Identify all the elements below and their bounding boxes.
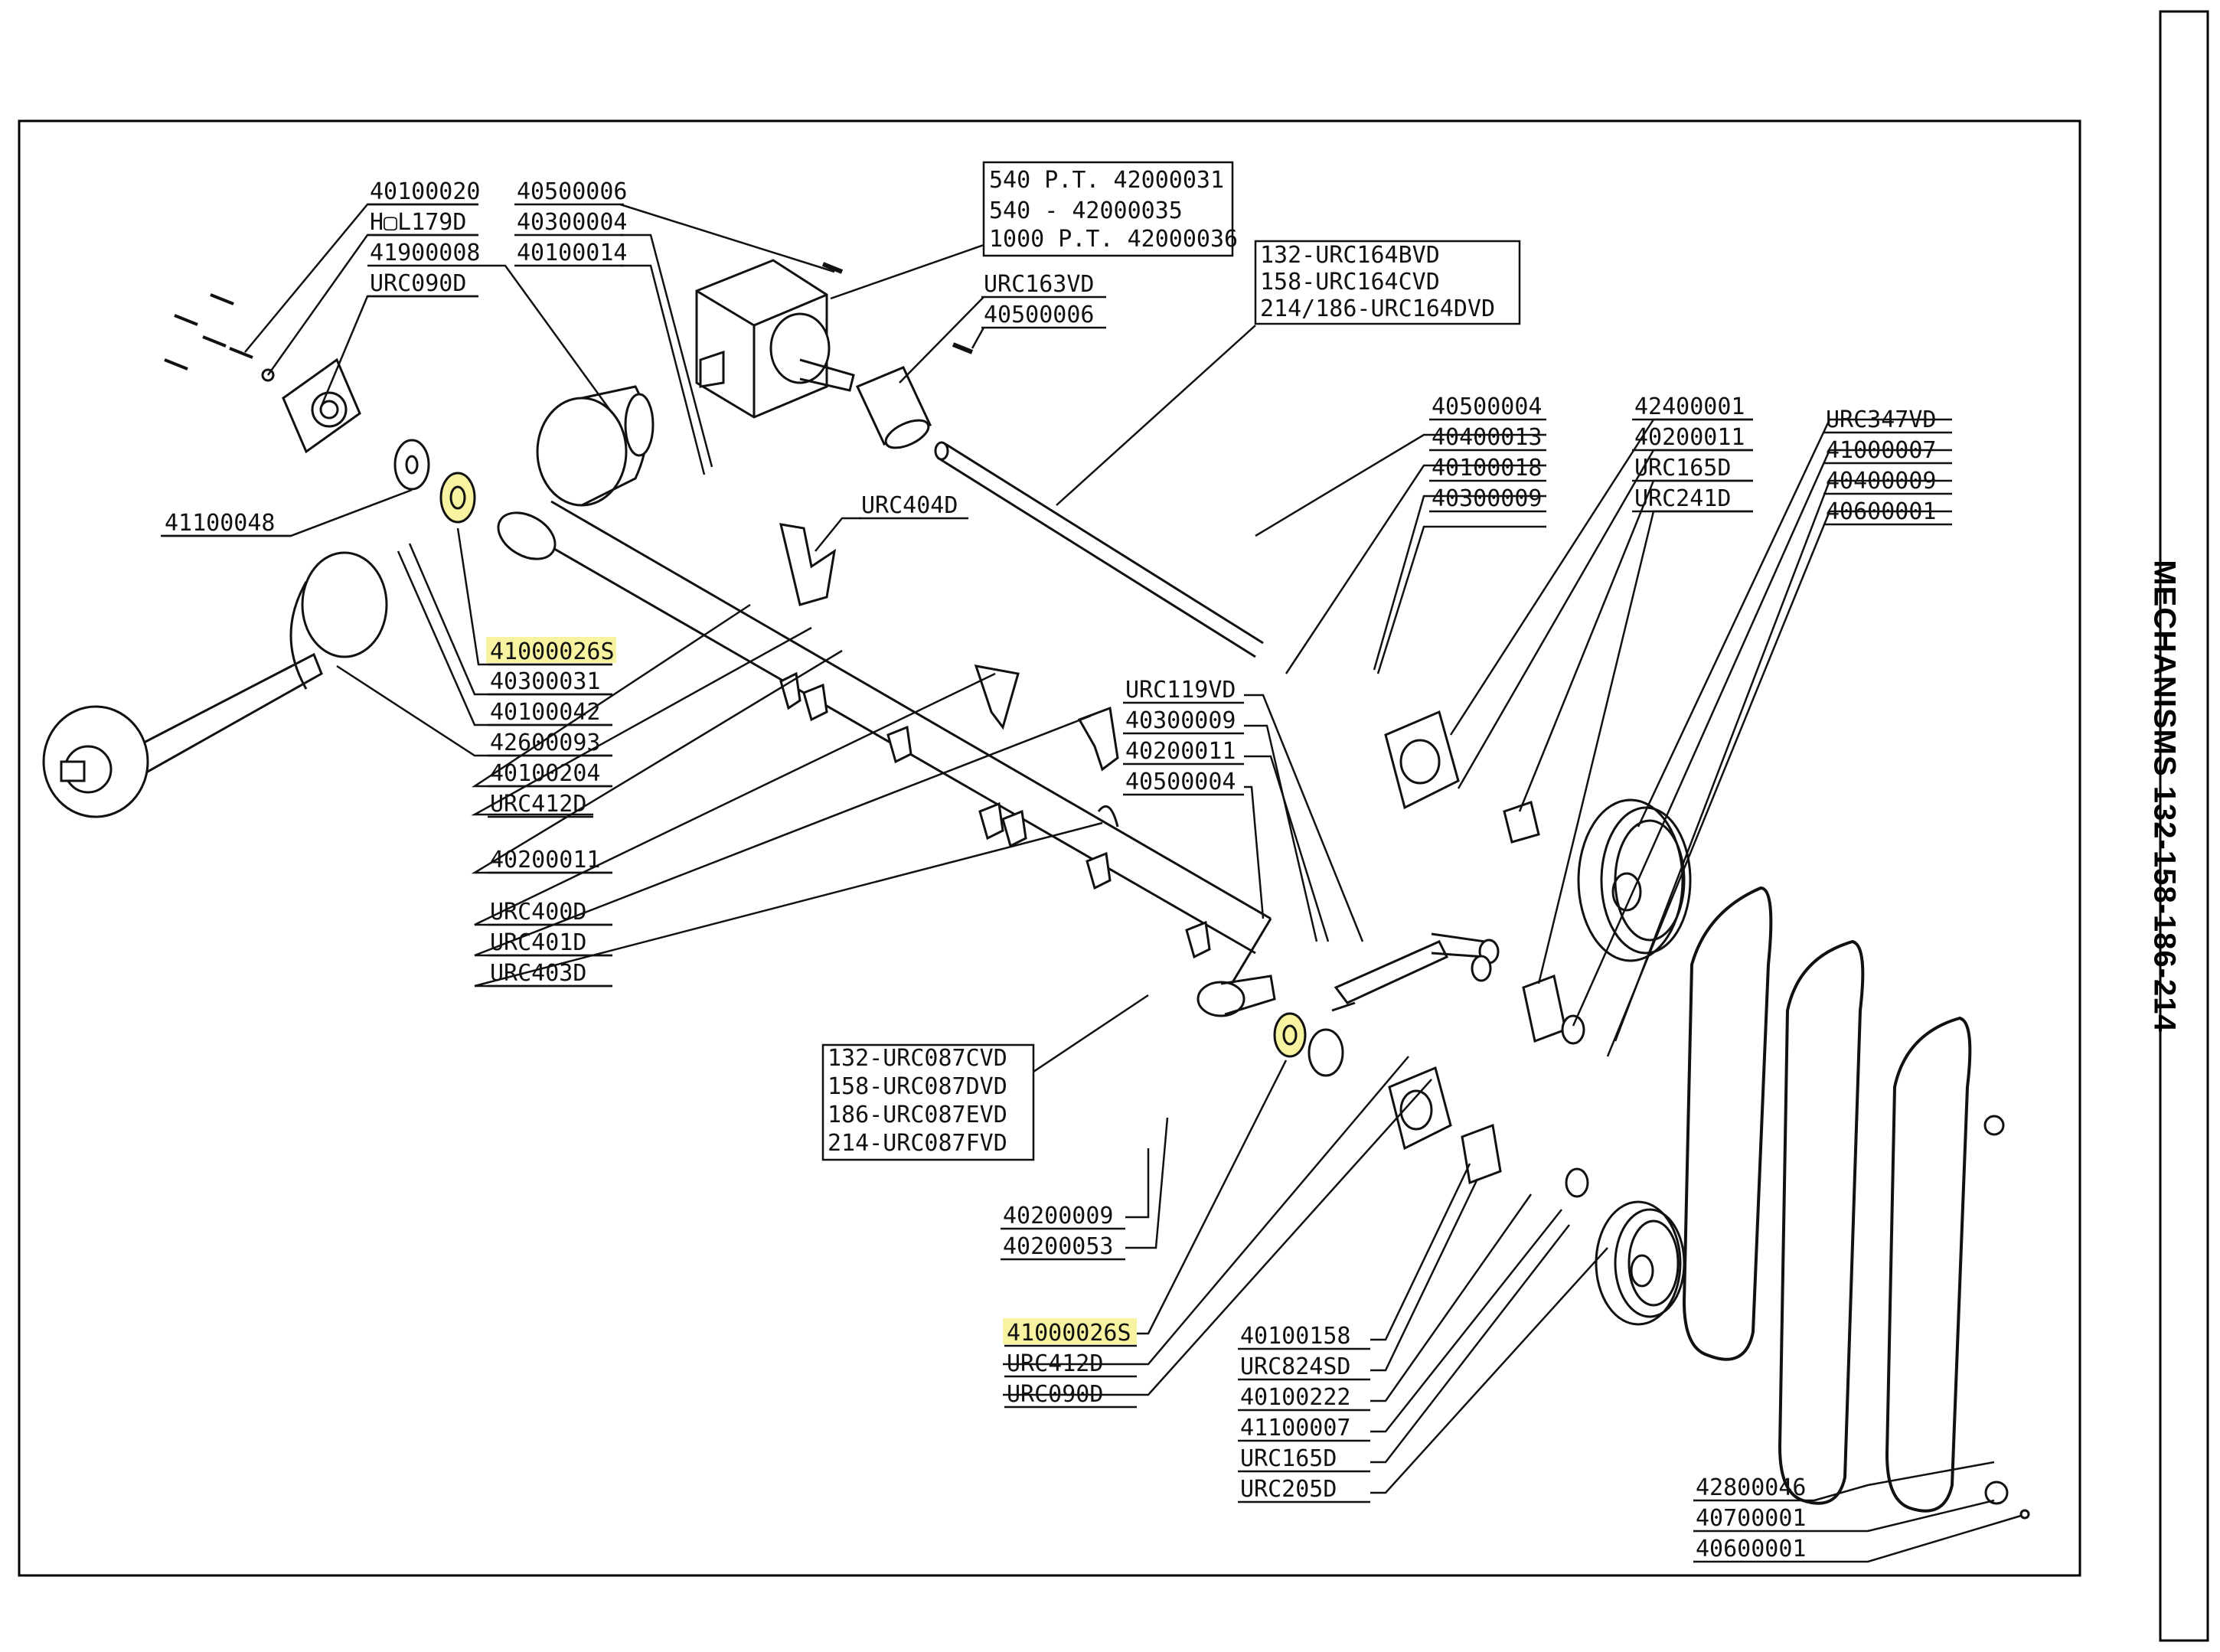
label-40300009-top: 40300009: [1432, 485, 1543, 512]
label-40100158: 40100158: [1240, 1323, 1351, 1350]
side-title: MECHANISMS 132-158-186-214: [2145, 0, 2183, 1652]
label-41100007: 41100007: [1240, 1415, 1351, 1441]
flange-bearing-right-top: [1384, 710, 1460, 810]
label-40100018: 40100018: [1432, 455, 1543, 482]
label-40400009: 40400009: [1826, 468, 1937, 495]
label-urc347vd: URC347VD: [1826, 406, 1937, 433]
label-42800046: 42800046: [1696, 1474, 1807, 1501]
label-40200011-mid: 40200011: [1125, 738, 1236, 765]
label-hol179d: H▢L179D: [370, 209, 466, 236]
label-42600093: 42600093: [490, 730, 601, 756]
label-40200053: 40200053: [1003, 1233, 1114, 1260]
highlight-41000026s-top: [486, 637, 616, 663]
label-40500004-top: 40500004: [1432, 393, 1543, 420]
label-underlines: [162, 203, 1952, 1563]
label-41000026s-top: 41000026S: [490, 638, 615, 665]
label-urc403d: URC403D: [490, 960, 586, 987]
label-41900008: 41900008: [370, 240, 481, 266]
label-urc090d-bottom: URC090D: [1007, 1381, 1103, 1408]
label-41100048: 41100048: [165, 510, 276, 537]
highlighted-washer-top: [439, 472, 476, 524]
label-urc824sd: URC824SD: [1240, 1353, 1351, 1380]
roller-stub: [1197, 975, 1276, 1017]
label-40300031: 40300031: [490, 668, 601, 695]
flange-bearing-right-bottom: [1388, 1066, 1502, 1185]
label-urc165d-top: URC165D: [1634, 455, 1731, 482]
highlighted-washer-bottom: [1273, 1012, 1307, 1058]
label-40200011-top: 40200011: [1634, 424, 1745, 451]
label-40100042: 40100042: [490, 699, 601, 726]
roller-clamps: [779, 664, 1211, 959]
label-urc241d: URC241D: [1634, 485, 1731, 512]
label-urc412d-bottom: URC412D: [1007, 1350, 1103, 1377]
roller-code-4: 214-URC087FVD: [828, 1130, 1007, 1157]
gearbox: [695, 259, 855, 419]
pulley-small: [1595, 1200, 1686, 1326]
roller-code-box: 132-URC087CVD 158-URC087DVD 186-URC087EV…: [821, 1043, 1035, 1161]
label-urc400d: URC400D: [490, 899, 586, 926]
bracket-urc404d: [779, 523, 837, 606]
shaft-code-1: 132-URC164BVD: [1260, 242, 1440, 269]
washer-41100048: [393, 439, 430, 491]
gearbox-code-2: 540 - 42000035: [989, 198, 1183, 224]
shaft-code-3: 214/186-URC164DVD: [1260, 295, 1495, 322]
label-40600001-bottom: 40600001: [1696, 1536, 1807, 1562]
sleeve-urc241d: [1522, 974, 1567, 1043]
gearbox-code-box: 540 P.T. 42000031 540 - 42000035 1000 P.…: [982, 161, 1238, 257]
label-41000026s-bottom: 41000026S: [1007, 1320, 1131, 1347]
label-urc119vd: URC119VD: [1125, 677, 1236, 704]
label-urc404d: URC404D: [861, 492, 958, 519]
sleeve-urc163vd: [855, 342, 974, 449]
bearing-urc412d: [1308, 1028, 1344, 1077]
pulley-large: [1577, 798, 1692, 962]
shaft-code-2: 158-URC164CVD: [1260, 269, 1440, 295]
label-urc401d: URC401D: [490, 929, 586, 956]
side-title-frame: [2159, 10, 2209, 1642]
bell-housing: [536, 385, 655, 507]
label-urc165d-bottom: URC165D: [1240, 1445, 1337, 1472]
nut-right-bottom: [1984, 1481, 2009, 1505]
roller-code-3: 186-URC087EVD: [828, 1102, 1007, 1128]
v-belts: [1682, 886, 1972, 1513]
label-40100204: 40100204: [490, 760, 601, 787]
label-40400013: 40400013: [1432, 424, 1543, 451]
label-41000007: 41000007: [1826, 437, 1937, 464]
pto-shaft: [42, 551, 388, 818]
roller-code-2: 158-URC087DVD: [828, 1073, 1007, 1100]
label-40500006-b: 40500006: [984, 302, 1095, 328]
label-40600001-top: 40600001: [1826, 498, 1937, 525]
roller-code-1: 132-URC087CVD: [828, 1045, 1007, 1072]
label-40100020: 40100020: [370, 178, 481, 205]
bolt-set-left: [164, 293, 253, 371]
label-40500006-top: 40500006: [517, 178, 628, 205]
part-labels: 40100020 H▢L179D 41900008 URC090D 405000…: [165, 178, 1937, 1562]
label-40100222: 40100222: [1240, 1384, 1351, 1411]
label-urc412d-top: URC412D: [490, 791, 586, 818]
label-urc163vd: URC163VD: [984, 271, 1095, 298]
label-42400001: 42400001: [1634, 393, 1745, 420]
gearbox-code-1: 540 P.T. 42000031: [989, 167, 1224, 194]
tensioner-arm: [1331, 932, 1500, 1012]
label-40200011-left: 40200011: [490, 847, 601, 873]
label-40300004: 40300004: [517, 209, 628, 236]
label-40300009-mid: 40300009: [1125, 707, 1236, 734]
label-urc205d: URC205D: [1240, 1476, 1337, 1503]
gearbox-code-3: 1000 P.T. 42000036: [989, 226, 1238, 253]
side-title-text: MECHANISMS 132-158-186-214: [2147, 560, 2182, 1033]
flange-bearing-top: [261, 357, 361, 454]
drawing-frame: [18, 119, 2081, 1577]
roller-tube: [497, 500, 1272, 996]
highlight-41000026s-bottom: [1003, 1318, 1137, 1344]
shaft-code-box: 132-URC164BVD 158-URC164CVD 214/186-URC1…: [1254, 240, 1521, 325]
label-40500004-mid: 40500004: [1125, 769, 1236, 795]
label-urc090d-top: URC090D: [370, 270, 466, 297]
label-40700001: 40700001: [1696, 1505, 1807, 1532]
label-40200009: 40200009: [1003, 1203, 1114, 1229]
drive-shaft: [934, 441, 1264, 658]
label-40100014: 40100014: [517, 240, 628, 266]
nut-right-top: [1983, 1115, 2005, 1136]
